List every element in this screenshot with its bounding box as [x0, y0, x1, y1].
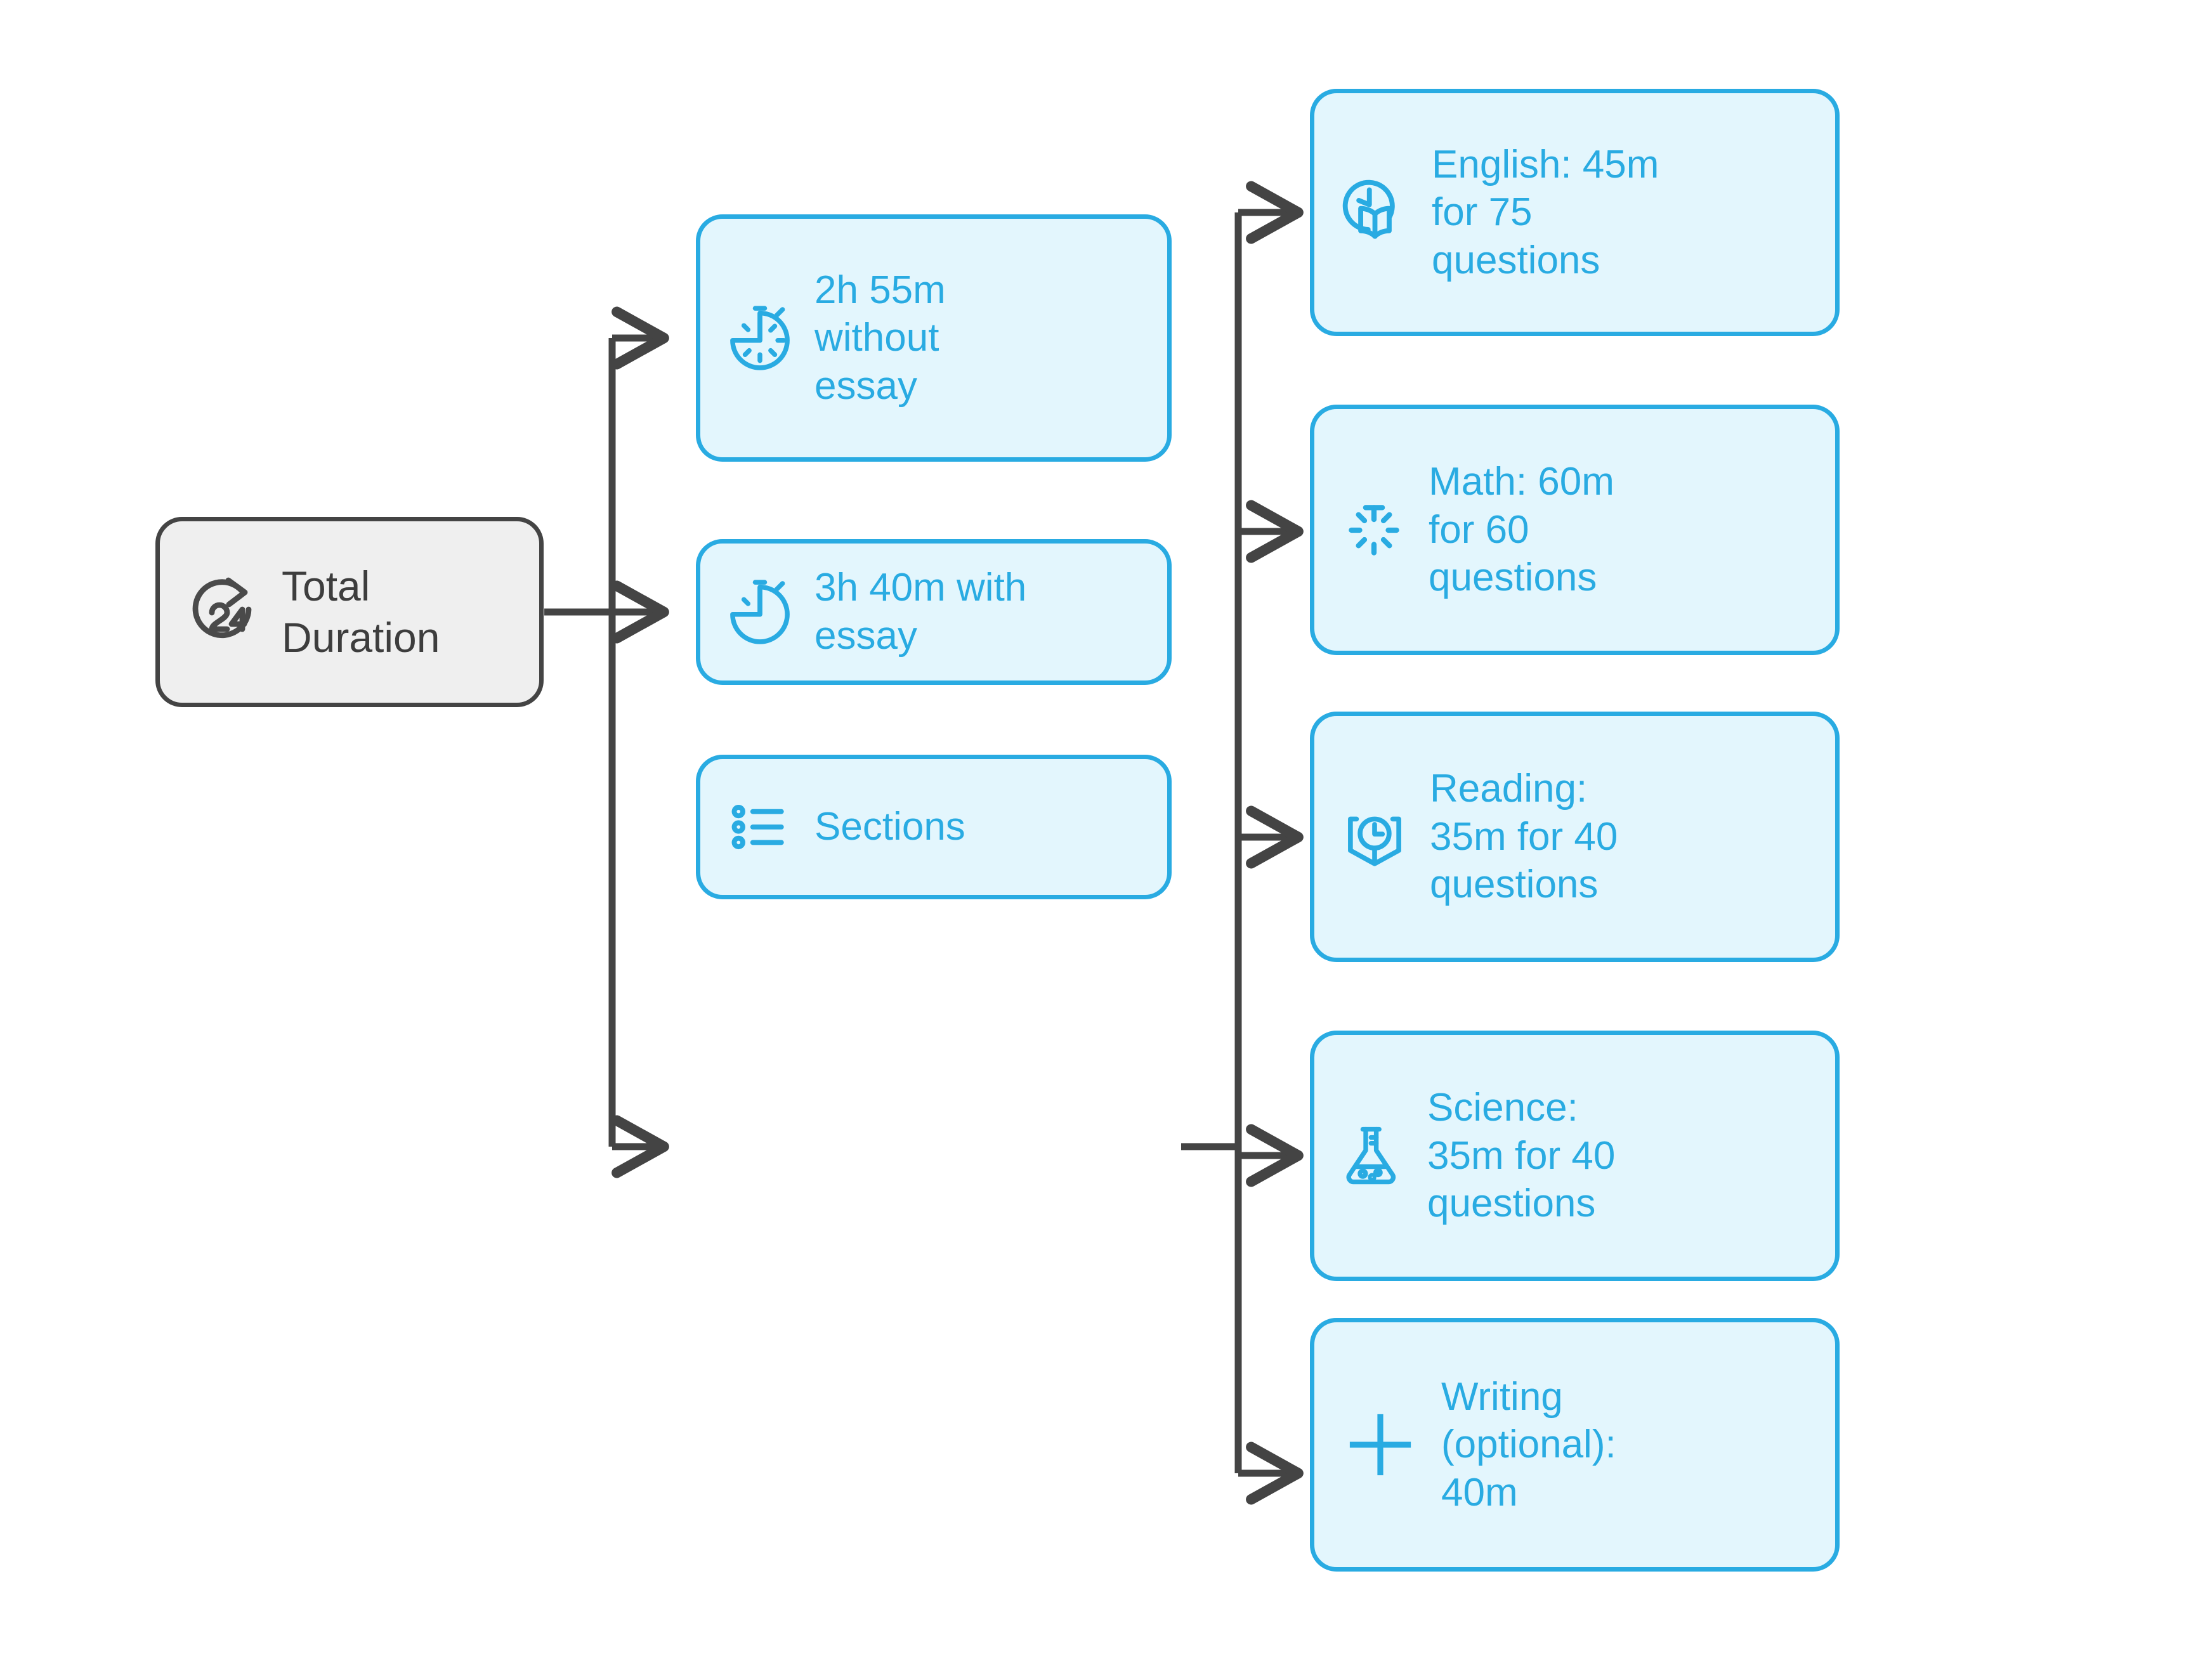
- plus-icon: [1336, 1400, 1425, 1489]
- node-label: Reading: 35m for 40 questions: [1430, 767, 1618, 907]
- node-science[interactable]: Science: 35m for 40 questions: [1310, 1031, 1840, 1281]
- node-sections[interactable]: Sections: [696, 755, 1172, 899]
- node-writing[interactable]: Writing (optional): 40m: [1310, 1318, 1840, 1572]
- stopwatch-ticks-icon: [722, 300, 798, 376]
- clock-book-icon: [1336, 173, 1415, 252]
- clock-24h-arrow-icon: [184, 571, 265, 653]
- node-label: Sections: [814, 805, 965, 849]
- node-label: 3h 40m with essay: [814, 566, 1027, 658]
- sunburst-t-icon: [1336, 492, 1412, 568]
- node-label: Math: 60m for 60 questions: [1429, 460, 1614, 600]
- node-total-duration[interactable]: Total Duration: [155, 517, 544, 707]
- node-label: 2h 55m without essay: [814, 268, 946, 408]
- bullet-list-icon: [722, 789, 798, 865]
- node-label: English: 45m for 75 questions: [1432, 142, 1659, 282]
- flask-icon: [1336, 1119, 1411, 1194]
- node-english[interactable]: English: 45m for 75 questions: [1310, 89, 1840, 336]
- sections-to-subjects-connectors: [1181, 181, 1304, 1505]
- node-label: Writing (optional): 40m: [1441, 1374, 1616, 1514]
- node-with-essay[interactable]: 3h 40m with essay: [696, 539, 1172, 685]
- node-math[interactable]: Math: 60m for 60 questions: [1310, 405, 1840, 655]
- stopwatch-icon: [722, 574, 798, 650]
- node-without-essay[interactable]: 2h 55m without essay: [696, 214, 1172, 462]
- node-reading[interactable]: Reading: 35m for 40 questions: [1310, 712, 1840, 962]
- node-label: Science: 35m for 40 questions: [1427, 1086, 1616, 1226]
- book-clock-icon: [1336, 798, 1413, 876]
- root-to-level1-connectors: [544, 306, 669, 1178]
- node-label: Total Duration: [282, 563, 440, 661]
